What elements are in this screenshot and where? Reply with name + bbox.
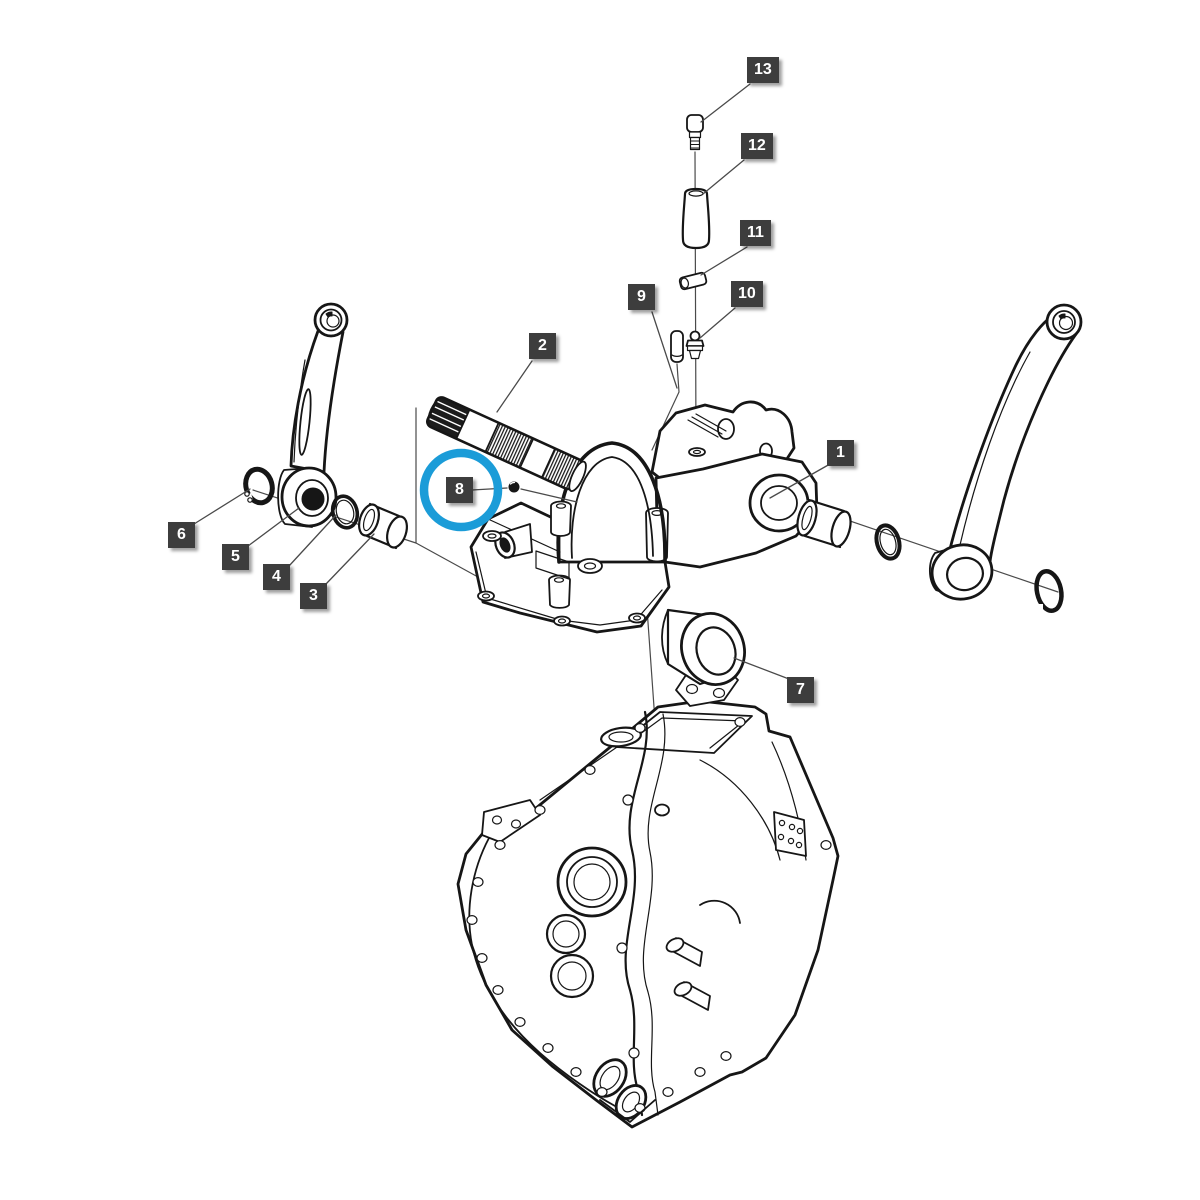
snap-ring-6 <box>243 466 275 506</box>
part-label-12[interactable]: 12 <box>741 133 773 159</box>
o-ring-4 <box>330 494 360 530</box>
lift-arm-left <box>277 302 349 528</box>
o-ring-right <box>874 523 902 561</box>
part-2-lift-shaft <box>426 396 587 492</box>
part-label-13[interactable]: 13 <box>747 57 779 83</box>
part-label-6[interactable]: 6 <box>168 522 195 548</box>
part-7-support-bracket <box>661 608 746 707</box>
part-label-3[interactable]: 3 <box>300 583 327 609</box>
part-9-pin <box>670 330 684 363</box>
part-label-4[interactable]: 4 <box>263 564 290 590</box>
part-8-ball <box>508 481 520 493</box>
snap-ring-right <box>1034 569 1064 613</box>
transmission-housing <box>456 699 840 1129</box>
part-10-grease-fitting <box>685 330 705 360</box>
part-13-plug-bolt <box>686 114 704 151</box>
part-label-8[interactable]: 8 <box>446 477 473 503</box>
part-label-9[interactable]: 9 <box>628 284 655 310</box>
part-11-roll-pin <box>678 271 708 291</box>
part-label-5[interactable]: 5 <box>222 544 249 570</box>
part-label-7[interactable]: 7 <box>787 677 814 703</box>
bushing-3 <box>358 502 408 550</box>
part-label-10[interactable]: 10 <box>731 281 763 307</box>
part-label-2[interactable]: 2 <box>529 333 556 359</box>
part-label-1[interactable]: 1 <box>827 440 854 466</box>
lift-arm-right <box>928 303 1083 601</box>
bushing-right <box>796 498 852 549</box>
part-1-lift-cover <box>469 400 819 634</box>
part-12-sleeve <box>681 187 711 250</box>
part-label-11[interactable]: 11 <box>740 220 771 246</box>
leader-lines <box>193 83 831 680</box>
highlight-circle <box>419 448 503 532</box>
